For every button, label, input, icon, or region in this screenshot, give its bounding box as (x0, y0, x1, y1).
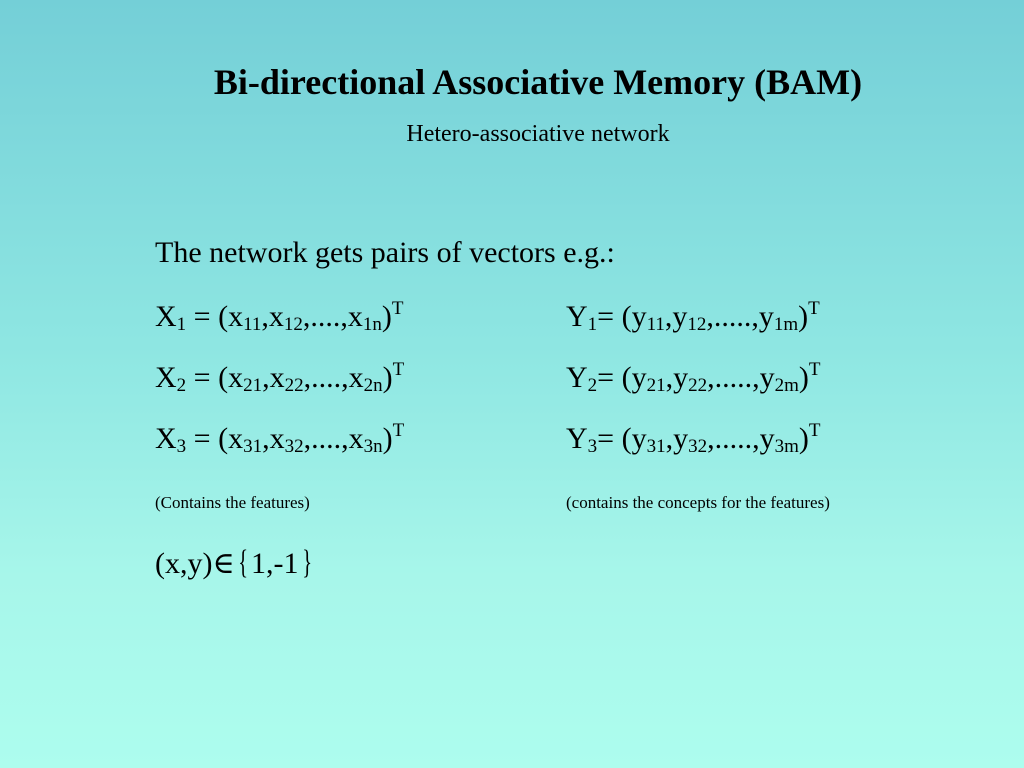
y-note: (contains the concepts for the features) (566, 493, 830, 512)
x-vector-3: X3 = (x31,x32,....,x3n)T (155, 420, 405, 457)
intro-text: The network gets pairs of vectors e.g.: (155, 236, 615, 269)
x-vector-2: X2 = (x21,x22,....,x2n)T (155, 359, 405, 396)
value-constraint: (x,y)∈{1,-1} (155, 544, 312, 581)
y-vector-1: Y1= (y11,y12,.....,y1m)T (566, 298, 820, 335)
y-vector-2: Y2= (y21,y22,.....,y2m)T (566, 359, 821, 396)
y-vector-3: Y3= (y31,y32,.....,y3m)T (566, 420, 821, 457)
x-vector-1: X1 = (x11,x12,....,x1n)T (155, 298, 404, 335)
x-note: (Contains the features) (155, 493, 310, 512)
slide-subtitle: Hetero-associative network (406, 121, 670, 147)
slide-title: Bi-directional Associative Memory (BAM) (213, 62, 863, 102)
